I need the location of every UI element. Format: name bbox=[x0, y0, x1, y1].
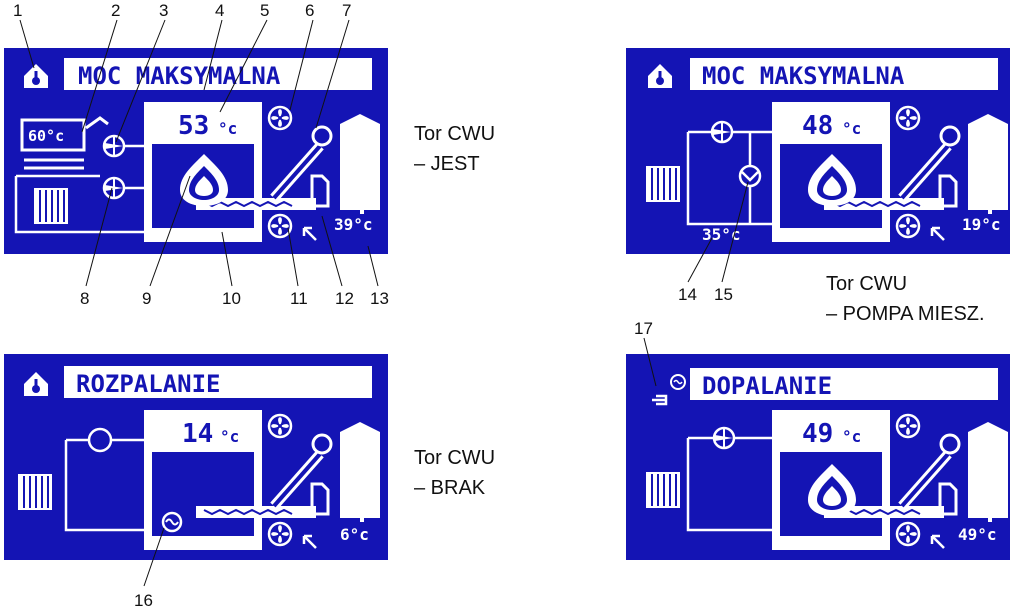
callout-leader-lines bbox=[19, 19, 749, 587]
lcd-screen-4: DOPALANIE 49 °c 49°c bbox=[626, 354, 1010, 560]
boiler-temperature: 14 bbox=[182, 419, 213, 449]
pellet-icon bbox=[652, 374, 686, 406]
feeder-temperature: 39°c bbox=[334, 215, 373, 234]
boiler-temperature: 49 bbox=[802, 419, 833, 449]
callout-labels: 1 2 3 4 5 6 7 8 9 10 11 12 13 14 15 16 1… bbox=[13, 1, 733, 608]
temperature-unit: °c bbox=[842, 427, 861, 446]
feeder-temperature: 19°c bbox=[962, 215, 1001, 234]
callout-16: 16 bbox=[134, 591, 153, 608]
caption-2-line1: Tor CWU bbox=[826, 273, 907, 295]
callout-13: 13 bbox=[370, 289, 389, 308]
feeder-temperature: 6°c bbox=[340, 525, 369, 544]
screen-title: DOPALANIE bbox=[702, 372, 832, 400]
boiler-temperature: 48 bbox=[802, 111, 833, 141]
callout-7: 7 bbox=[342, 1, 351, 20]
callout-11: 11 bbox=[290, 289, 308, 308]
caption-2-line2: – POMPA MIESZ. bbox=[826, 303, 985, 325]
lcd-screen-1: MOC MAKSYMALNA 53 °c 39°c 60°c bbox=[4, 48, 388, 254]
screen-title: MOC MAKSYMALNA bbox=[78, 62, 281, 90]
callout-9: 9 bbox=[142, 289, 151, 308]
callout-10: 10 bbox=[222, 289, 241, 308]
caption-1-line2: – JEST bbox=[414, 153, 480, 175]
caption-3-line2: – BRAK bbox=[414, 477, 486, 499]
feeder-temperature: 49°c bbox=[958, 525, 997, 544]
boiler-temperature: 53 bbox=[178, 111, 209, 141]
igniter-icon bbox=[161, 511, 183, 533]
callout-5: 5 bbox=[260, 1, 269, 20]
callout-12: 12 bbox=[335, 289, 354, 308]
callout-14: 14 bbox=[678, 285, 697, 304]
caption-1-line1: Tor CWU bbox=[414, 123, 495, 145]
callout-1: 1 bbox=[13, 1, 22, 20]
screen-title: ROZPALANIE bbox=[76, 370, 221, 398]
callout-3: 3 bbox=[159, 1, 168, 20]
hot-water-temperature: 60°c bbox=[28, 127, 64, 145]
temperature-unit: °c bbox=[218, 119, 237, 138]
callout-2: 2 bbox=[111, 1, 120, 20]
lcd-screen-2: MOC MAKSYMALNA 48 °c 19°c 35°c bbox=[626, 48, 1010, 254]
callout-17: 17 bbox=[634, 319, 653, 338]
temperature-unit: °c bbox=[842, 119, 861, 138]
callout-4: 4 bbox=[215, 1, 224, 20]
callout-6: 6 bbox=[305, 1, 314, 20]
temperature-unit: °c bbox=[220, 427, 239, 446]
callout-15: 15 bbox=[714, 285, 733, 304]
screen-title: MOC MAKSYMALNA bbox=[702, 62, 905, 90]
screen-title-box bbox=[64, 58, 372, 90]
callout-8: 8 bbox=[80, 289, 89, 308]
lcd-screen-3: ROZPALANIE 14 °c 6°c bbox=[4, 354, 388, 560]
caption-3-line1: Tor CWU bbox=[414, 447, 495, 469]
